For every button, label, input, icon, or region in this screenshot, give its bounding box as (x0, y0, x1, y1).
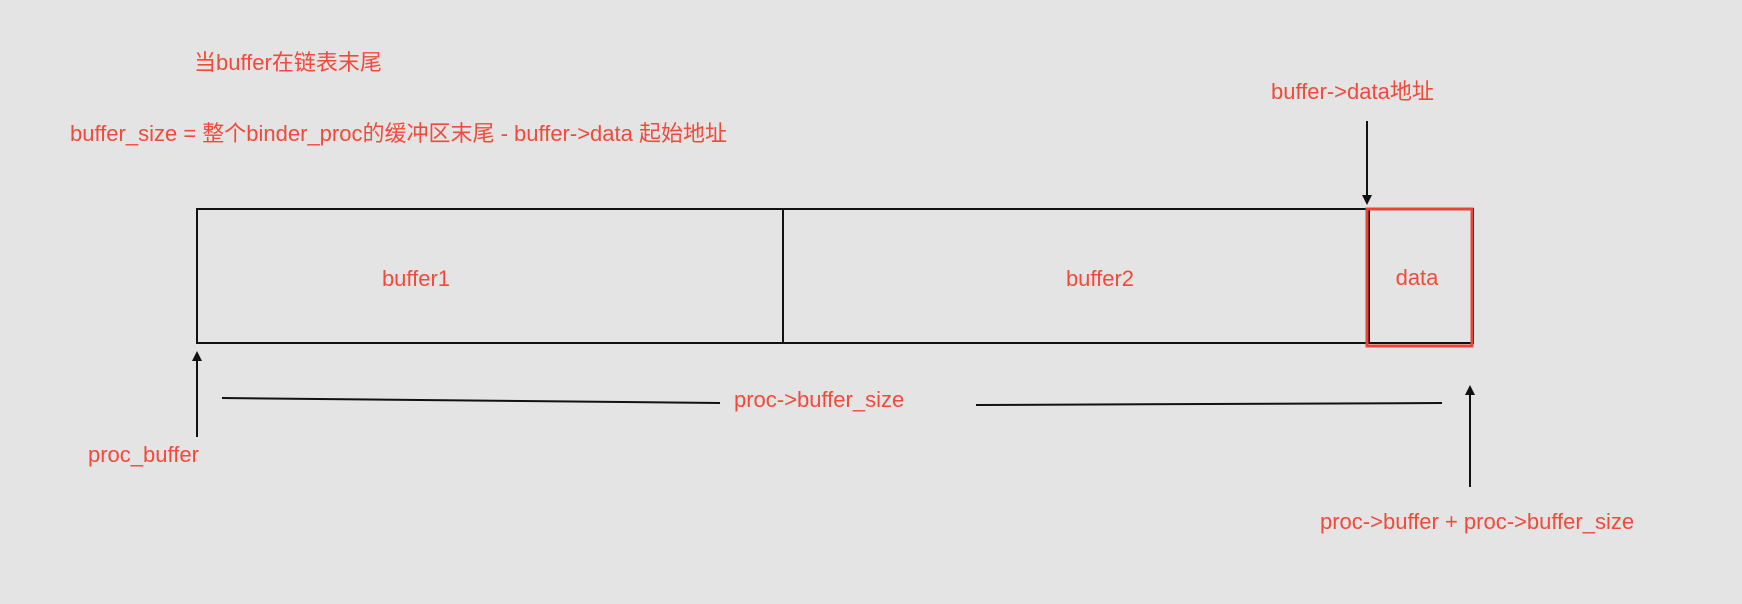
data-cell-highlight (1365, 207, 1474, 348)
proc-buffer-size-label: proc->buffer_size (734, 387, 905, 412)
buffer2-label: buffer2 (1065, 266, 1135, 291)
buffer-end-label: proc->buffer + proc->buffer_size (1320, 509, 1635, 534)
diagram-title: 当buffer在链表末尾 (194, 50, 382, 75)
proc-buffer-label: proc_buffer (88, 442, 199, 467)
data-label: data (1395, 265, 1439, 290)
size-span-left-line (221, 397, 721, 404)
size-span-right-line (975, 402, 1443, 406)
buffer-size-formula: buffer_size = 整个binder_proc的缓冲区末尾 - buff… (70, 121, 727, 146)
buffer1-label: buffer1 (381, 266, 451, 291)
data-address-label: buffer->data地址 (1271, 79, 1434, 104)
